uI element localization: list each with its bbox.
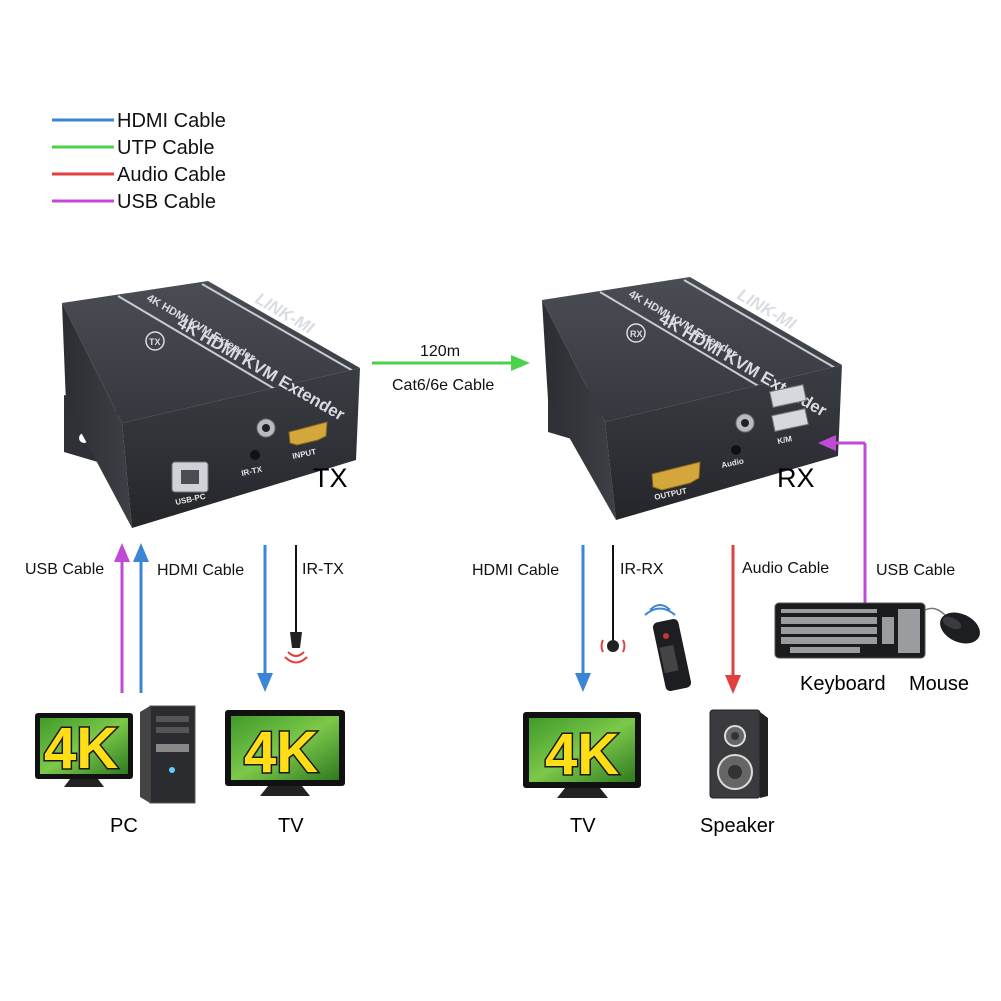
tx-side-face (62, 303, 132, 528)
remote-control-icon (644, 604, 692, 692)
tv-rx-device: 4K TV (523, 712, 641, 837)
keyboard-keys (781, 609, 920, 653)
tv-tx-screen (231, 716, 339, 780)
tx-ir-port: IR-TX (241, 418, 276, 478)
keyboard-label: Keyboard (800, 673, 886, 695)
mouse-highlight (942, 616, 962, 630)
rx-usb-arrow-head (818, 435, 836, 451)
mouse-cord (924, 607, 946, 616)
rx-label: RX (777, 463, 815, 493)
rx-connections: HDMI Cable IR-RX Audio Cable USB Cable (472, 435, 955, 694)
pc-label: PC (110, 815, 138, 837)
tx-badge: TX (145, 331, 165, 351)
speaker-label: Speaker (700, 815, 775, 837)
tx-connections: USB Cable HDMI Cable IR-TX (25, 543, 344, 693)
tv-tx-device: 4K TV (225, 710, 345, 837)
tx-hdmi-in-arrow-head (133, 543, 149, 562)
speaker-tweeter-center (731, 732, 739, 740)
pc-tower-side (140, 706, 150, 803)
rx-extender: 4K HDMI KVM Extender 4K HDMI KVM Extende… (542, 277, 842, 520)
pc-device: 4K PC (35, 705, 196, 837)
tv-rx-screen-4k: 4K (545, 722, 619, 787)
rx-hdmi-arrow-head (575, 673, 591, 692)
tx-usb-port: USB-PC (171, 461, 209, 507)
tv-tx-label: TV (278, 815, 304, 837)
tx-extender: 4K HDMI KVM Extender 4K HDMI KVM Extende… (62, 281, 360, 528)
tx-usb-cable-label: USB Cable (25, 561, 104, 578)
link-length: 120m (420, 343, 460, 360)
legend-item-audio: Audio Cable (52, 164, 226, 186)
tx-hdmi-out-arrow-head (257, 673, 273, 692)
legend: HDMI Cable UTP Cable Audio Cable USB Cab… (52, 110, 226, 213)
pc-tower-drive (156, 744, 189, 752)
legend-item-hdmi: HDMI Cable (52, 110, 226, 132)
rx-stripe-1 (599, 291, 783, 401)
rx-usb-cable-label: USB Cable (876, 562, 955, 579)
tx-stripe-2 (201, 283, 356, 373)
rx-side-face (542, 300, 616, 520)
rx-hdmi-cable-label: HDMI Cable (472, 562, 559, 579)
legend-label-hdmi: HDMI Cable (117, 110, 226, 132)
ir-rx-wave-right (622, 639, 626, 653)
legend-label-audio: Audio Cable (117, 164, 226, 186)
tv-rx-stand (557, 788, 608, 798)
ir-tx-label: IR-TX (302, 561, 344, 578)
speaker-woofer-center (728, 765, 742, 779)
legend-item-usb: USB Cable (52, 191, 216, 213)
tv-rx-label: TV (570, 815, 596, 837)
legend-item-utp: UTP Cable (52, 137, 214, 159)
audio-cable-label: Audio Cable (742, 560, 829, 577)
rx-stripe-2 (683, 279, 838, 370)
keyboard-device: Keyboard (774, 602, 926, 695)
tx-usb-arrow-head (114, 543, 130, 562)
pc-tower-bay-2 (156, 727, 189, 733)
pc-screen-4k: 4K (44, 716, 118, 781)
tv-rx-screen (529, 718, 635, 782)
rx-badge: RX (626, 323, 646, 343)
ir-tx-wave-2 (284, 656, 308, 664)
tv-tx-screen-4k: 4K (244, 720, 318, 785)
mouse-device: Mouse (909, 607, 980, 695)
rx-top-face (542, 277, 842, 422)
speaker-side (760, 712, 768, 798)
utp-link: 120m Cat6/6e Cable (372, 343, 530, 394)
ir-rx-receiver (607, 640, 619, 652)
tv-tx-stand (260, 786, 310, 796)
rx-usb-port-label: K/M (777, 434, 794, 446)
tx-stripe-1 (117, 295, 301, 405)
ir-rx-wave-left (600, 639, 604, 653)
pc-tower (149, 705, 196, 804)
tx-ir-port-label: IR-TX (241, 465, 264, 478)
utp-arrow-head (511, 355, 530, 371)
ir-tx-wave-1 (287, 651, 305, 657)
tx-label: TX (313, 463, 348, 493)
audio-arrow-head (725, 675, 741, 694)
legend-label-usb: USB Cable (117, 191, 216, 213)
ir-rx-label: IR-RX (620, 561, 664, 578)
rx-badge-text: RX (630, 329, 643, 339)
rx-usb-ports: K/M (769, 384, 809, 446)
pc-power-icon (169, 767, 175, 773)
speaker-device: Speaker (700, 709, 775, 837)
pc-monitor-stand (64, 779, 104, 787)
link-cable: Cat6/6e Cable (392, 377, 494, 394)
pc-monitor-screen (40, 718, 128, 774)
tx-badge-text: TX (149, 337, 161, 347)
legend-label-utp: UTP Cable (117, 137, 214, 159)
ir-tx-emitter (290, 632, 302, 648)
mouse-label: Mouse (909, 673, 969, 695)
tx-hdmi-cable-label: HDMI Cable (157, 562, 244, 579)
pc-tower-bay-1 (156, 716, 189, 722)
